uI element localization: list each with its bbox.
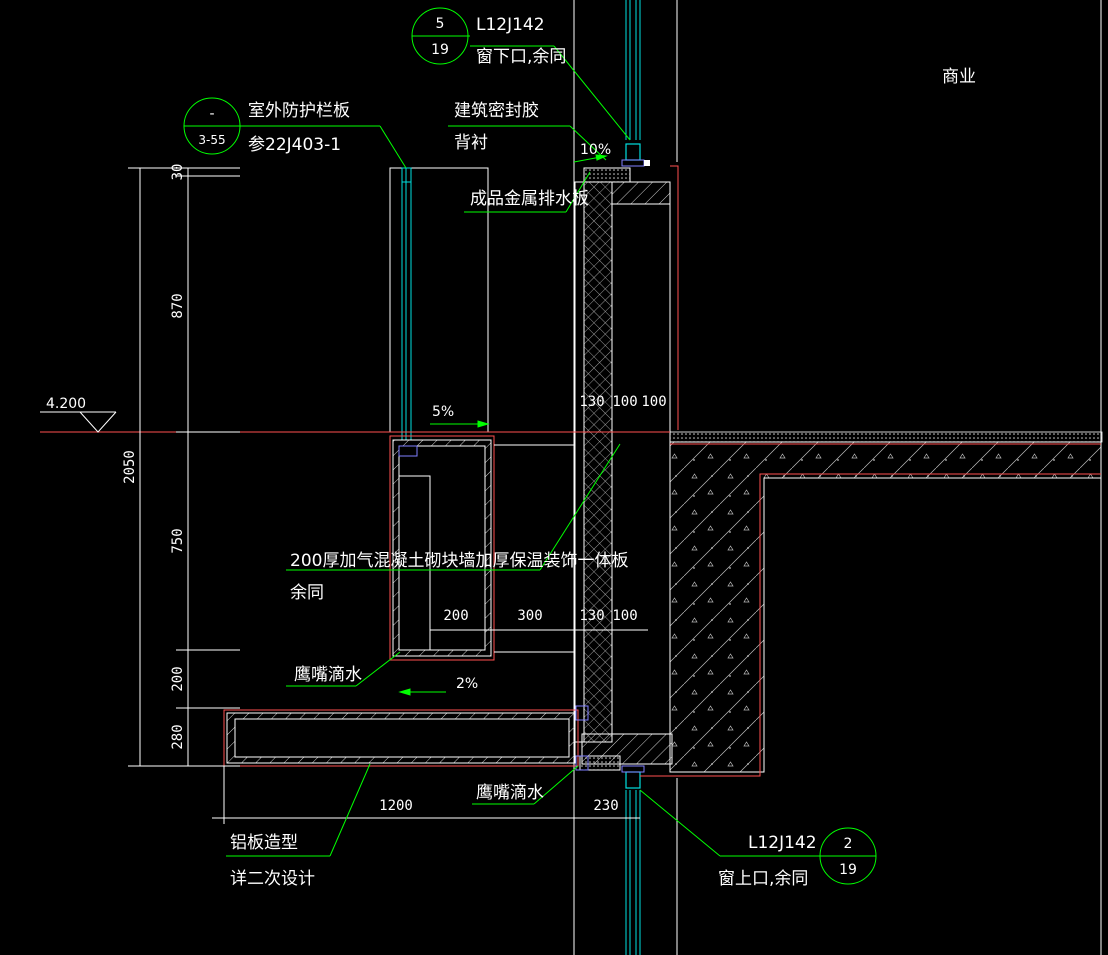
dim-100-c: 100 bbox=[612, 608, 637, 624]
bubble-bottom-num: 2 bbox=[844, 836, 853, 852]
label-alu: 铝板造型 bbox=[230, 833, 298, 853]
label-slope-mid: 5% bbox=[432, 404, 454, 420]
label-slope-low: 2% bbox=[456, 676, 478, 692]
dim-870: 870 bbox=[170, 293, 186, 318]
label-top-ref: L12J142 bbox=[476, 15, 545, 35]
dim-200-h: 200 bbox=[443, 608, 468, 624]
label-top-desc: 窗下口,余同 bbox=[476, 47, 566, 67]
wall-section bbox=[574, 165, 679, 771]
label-drain-board: 成品金属排水板 bbox=[470, 189, 589, 209]
leader-lines bbox=[226, 45, 820, 857]
label-alu2: 详二次设计 bbox=[230, 869, 315, 889]
label-commercial: 商业 bbox=[942, 67, 976, 87]
label-rail-title: 室外防护栏板 bbox=[248, 101, 350, 121]
label-drip-2: 鹰嘴滴水 bbox=[476, 783, 544, 803]
bubble-top-num: 5 bbox=[436, 16, 445, 32]
label-bottom-ref: L12J142 bbox=[748, 833, 817, 853]
dim-300: 300 bbox=[517, 608, 542, 624]
label-rail-ref: 参22J403-1 bbox=[248, 135, 341, 155]
label-wall-desc: 200厚加气混凝土砌块墙加厚保温装饰一体板 bbox=[290, 551, 628, 571]
dim-100-a: 100 bbox=[612, 394, 637, 410]
dim-280: 280 bbox=[170, 724, 186, 749]
label-wall-desc2: 余同 bbox=[290, 583, 324, 603]
dim-230: 230 bbox=[593, 798, 618, 814]
aluminum-canopy bbox=[223, 705, 589, 771]
dim-1200: 1200 bbox=[379, 798, 413, 814]
dim-200-v: 200 bbox=[170, 666, 186, 691]
window-sill-profile bbox=[621, 143, 650, 789]
label-bottom-desc: 窗上口,余同 bbox=[718, 869, 808, 889]
bubble-bottom-sheet: 19 bbox=[839, 862, 857, 878]
dim-30: 30 bbox=[170, 164, 186, 181]
planter-box bbox=[389, 435, 574, 661]
dimension-texts: 30 870 2050 750 200 280 130 100 100 200 … bbox=[122, 164, 667, 814]
annotations: L12J142 窗下口,余同 商业 室外防护栏板 参22J403-1 建筑密封胶… bbox=[46, 15, 976, 889]
dim-130-b: 130 bbox=[579, 608, 604, 624]
dim-100-b: 100 bbox=[641, 394, 666, 410]
label-sealant: 建筑密封胶 bbox=[454, 101, 539, 121]
dim-2050: 2050 bbox=[122, 450, 138, 484]
dimension-lines bbox=[128, 167, 648, 824]
bubble-rail-num: - bbox=[209, 106, 214, 122]
detail-bubble-rail: - 3-55 bbox=[183, 97, 241, 155]
level-line bbox=[40, 411, 670, 433]
dim-750: 750 bbox=[170, 528, 186, 553]
bubble-top-sheet: 19 bbox=[431, 42, 449, 58]
label-slope-top: 10% bbox=[580, 142, 611, 158]
detail-bubble-top: 5 19 bbox=[411, 7, 470, 65]
label-backing: 背衬 bbox=[454, 133, 488, 153]
floor-slab bbox=[640, 431, 1103, 777]
dim-130-a: 130 bbox=[579, 394, 604, 410]
label-drip-1: 鹰嘴滴水 bbox=[294, 665, 362, 685]
detail-bubble-bottom: 2 19 bbox=[819, 827, 877, 885]
bubble-rail-sheet: 3-55 bbox=[198, 133, 225, 147]
label-elevation: 4.200 bbox=[46, 396, 86, 412]
